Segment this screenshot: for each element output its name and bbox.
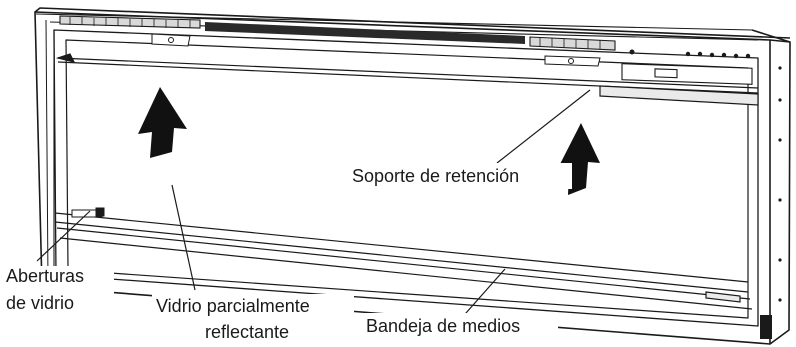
retention-bracket-rail: [55, 53, 759, 106]
callout-labels: Soporte de retención Aberturas de vidrio…: [2, 163, 572, 346]
control-buttons: [629, 49, 751, 59]
up-arrow-icon-left: [138, 87, 187, 158]
fireplace-frame: [34, 7, 791, 345]
top-brackets: [151, 33, 601, 67]
label-media-tray: Bandeja de medios: [366, 316, 520, 336]
side-hardware: [760, 66, 782, 339]
media-tray: [54, 212, 753, 310]
up-arrow-icon-right: [557, 123, 600, 195]
label-glass-openings-line1: Aberturas: [6, 266, 84, 286]
label-retention-bracket: Soporte de retención: [352, 166, 519, 186]
top-control-strip: [35, 13, 759, 85]
label-glass-openings-line2: de vidrio: [6, 293, 74, 313]
label-glass-line2: reflectante: [205, 322, 289, 342]
label-glass-line1: Vidrio parcialmente: [156, 296, 310, 316]
